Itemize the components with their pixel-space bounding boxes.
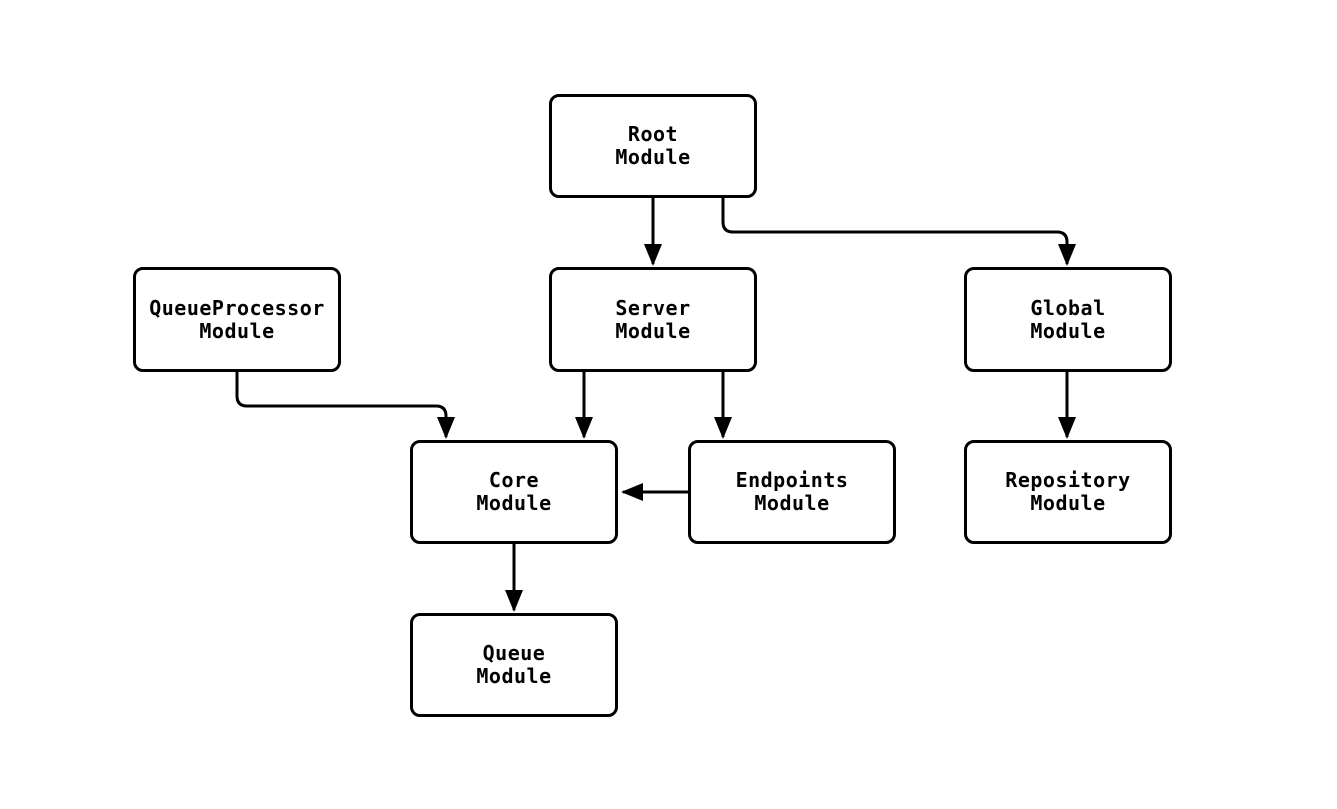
node-queue-module: Queue Module	[410, 613, 618, 717]
node-server-module: Server Module	[549, 267, 757, 372]
node-label: Root Module	[615, 122, 691, 169]
node-label: Core Module	[476, 468, 552, 515]
node-repository-module: Repository Module	[964, 440, 1172, 544]
node-label: Global Module	[1030, 295, 1106, 343]
node-label: Endpoints Module	[735, 468, 849, 515]
node-endpoints-module: Endpoints Module	[688, 440, 896, 544]
node-global-module: Global Module	[964, 267, 1172, 372]
node-core-module: Core Module	[410, 440, 618, 544]
node-label: Queue Module	[476, 641, 552, 688]
edge-queueprocessor-to-core	[235, 372, 455, 439]
node-label: Server Module	[615, 295, 691, 343]
node-label: QueueProcessor Module	[149, 295, 325, 343]
node-root-module: Root Module	[549, 94, 757, 198]
edge-root-to-global	[721, 198, 1076, 266]
node-label: Repository Module	[1005, 468, 1131, 515]
node-queueprocessor-module: QueueProcessor Module	[133, 267, 341, 372]
